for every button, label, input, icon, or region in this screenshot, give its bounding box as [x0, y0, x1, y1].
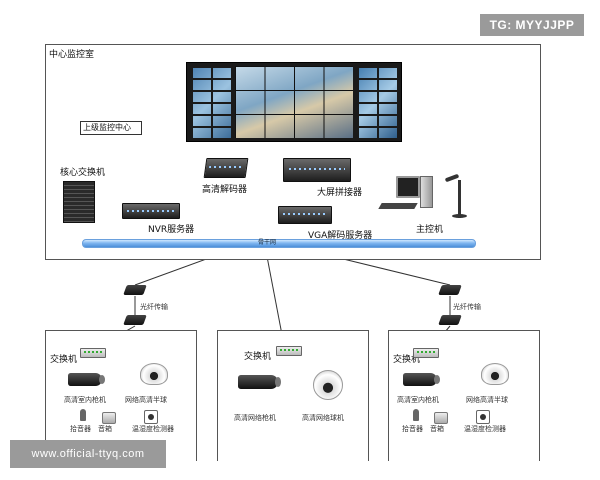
- zone-3-sensor-device: [476, 410, 490, 424]
- zone-2-bullet-camera: [238, 375, 281, 389]
- fiber-converter-right-top: [438, 285, 462, 295]
- hd-decoder-device: [203, 158, 249, 178]
- zone-3-switch-label: 交换机: [393, 355, 421, 365]
- video-wall-right-panel: [357, 66, 397, 138]
- main-console-label: 主控机: [416, 225, 444, 235]
- upper-center-label: 上级监控中心: [83, 123, 131, 132]
- main-console-microphone: [458, 180, 461, 218]
- zone-2-cam-b-label: 高清网络球机: [302, 414, 344, 422]
- zone-3-speaker-label: 音箱: [430, 425, 444, 433]
- splicer-label: 大屏拼接器: [317, 188, 363, 198]
- zone-3-bullet-camera: [403, 373, 440, 386]
- video-wall-left-panel: [191, 66, 231, 138]
- vga-decoder-device: [278, 206, 332, 224]
- hd-decoder-label: 高清解码器: [202, 185, 248, 195]
- zone-1-frame: [45, 330, 197, 461]
- zone-1-cam-a-label: 高清室内枪机: [64, 396, 106, 404]
- zone-3-cam-a-label: 高清室内枪机: [397, 396, 439, 404]
- zone-1-bullet-camera: [68, 373, 105, 386]
- zone-3-switch: [413, 348, 439, 358]
- fiber-right-label: 光纤传输: [453, 303, 481, 311]
- microphone-base: [452, 214, 467, 218]
- main-console-keyboard: [378, 203, 418, 209]
- core-switch-label: 核心交换机: [60, 168, 106, 178]
- watermark-top: TG: MYYJJPP: [480, 14, 584, 36]
- main-console-monitor: [396, 176, 420, 198]
- nvr-server-device: [122, 203, 180, 219]
- zone-2-ptz-camera: [313, 370, 343, 400]
- zone-2-cam-a-label: 高清网络枪机: [234, 414, 276, 422]
- zone-3-sensor-label: 温湿度检测器: [464, 425, 506, 433]
- zone-1-speaker-device: [102, 412, 116, 424]
- backbone-network: [82, 239, 476, 248]
- fiber-converter-left-bottom: [123, 315, 147, 325]
- zone-1-cam-b-label: 网络高清半球: [125, 396, 167, 404]
- zone-1-pickup-label: 拾音器: [70, 425, 91, 433]
- fiber-converter-right-bottom: [438, 315, 462, 325]
- zone-1-sensor-device: [144, 410, 158, 424]
- watermark-bottom: www.official-ttyq.com: [10, 440, 166, 468]
- zone-1-sensor-label: 温湿度检测器: [132, 425, 174, 433]
- zone-1-pickup-device: [80, 409, 86, 421]
- zone-3-speaker-device: [434, 412, 448, 424]
- zone-1-switch-label: 交换机: [50, 355, 78, 365]
- zone-2-switch: [276, 346, 302, 356]
- upper-center-box: [80, 121, 142, 135]
- vga-decoder-label: VGA解码服务器: [308, 231, 373, 241]
- core-switch-rack: [63, 181, 95, 223]
- splicer-device: [283, 158, 351, 182]
- zone-3-cam-b-label: 网络高清半球: [466, 396, 508, 404]
- nvr-server-label: NVR服务器: [148, 225, 195, 235]
- zone-1-switch: [80, 348, 106, 358]
- zone-1-dome-camera: [140, 363, 168, 385]
- zone-2-switch-label: 交换机: [244, 352, 272, 362]
- fiber-converter-left-top: [123, 285, 147, 295]
- video-wall: [186, 62, 402, 142]
- zone-3-dome-camera: [481, 363, 509, 385]
- control-room-title: 中心监控室: [49, 50, 95, 60]
- fiber-left-label: 光纤传输: [140, 303, 168, 311]
- video-wall-center-screen: [235, 66, 353, 138]
- zone-3-pickup-label: 拾音器: [402, 425, 423, 433]
- main-console-tower: [420, 176, 433, 208]
- backbone-label: 骨干网: [258, 239, 277, 246]
- zone-3-pickup-device: [413, 409, 419, 421]
- zone-1-speaker-label: 音箱: [98, 425, 112, 433]
